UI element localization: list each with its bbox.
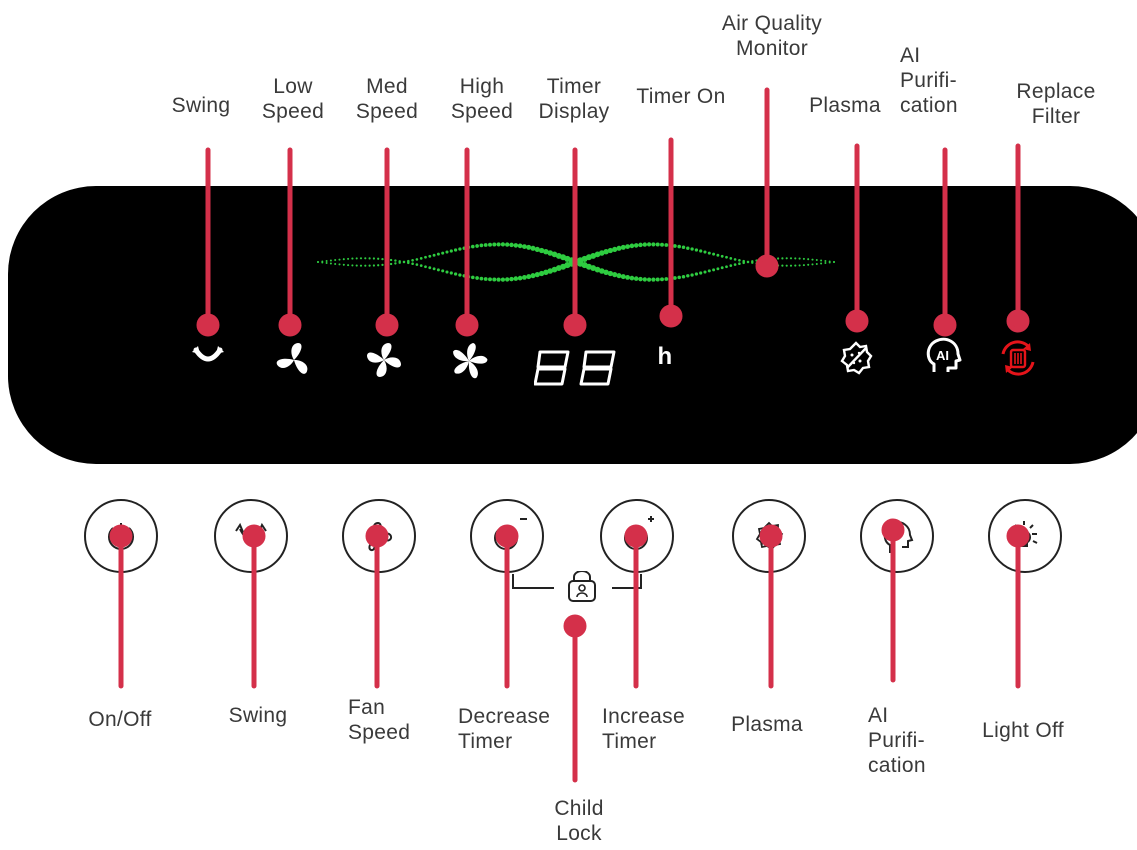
label-replace-filter: Replace Filter xyxy=(1016,80,1096,128)
label-high-speed: High Speed xyxy=(450,75,514,123)
label-ai-purification-top: AI Purifi- cation xyxy=(900,44,958,117)
label-swing-bottom: Swing xyxy=(228,704,288,727)
timer-digits: 88 xyxy=(534,350,616,386)
lock-icon xyxy=(568,571,596,602)
fan-low-icon xyxy=(276,343,308,374)
label-ai-purification-bottom: AI Purifi- cation xyxy=(868,704,926,777)
label-light-off: Light Off xyxy=(982,719,1064,742)
label-plasma-bottom: Plasma xyxy=(731,713,803,736)
label-fan-speed: Fan Speed xyxy=(348,696,411,744)
timer-unit-h: h xyxy=(657,343,673,370)
label-med-speed: Med Speed xyxy=(355,75,419,123)
filter-replace-icon xyxy=(1001,340,1035,376)
fan-high-icon xyxy=(453,343,488,379)
label-child-lock: Child Lock xyxy=(554,797,604,845)
label-increase-timer: Increase Timer xyxy=(602,705,685,753)
label-air-quality-monitor: Air Quality Monitor xyxy=(721,12,823,60)
ai-head-icon: AI xyxy=(926,337,962,372)
fan-med-icon xyxy=(367,343,401,377)
label-timer-display: Timer Display xyxy=(538,75,610,123)
label-decrease-timer: Decrease Timer xyxy=(458,705,551,753)
label-plasma-top: Plasma xyxy=(809,94,881,117)
label-timer-on: Timer On xyxy=(636,85,726,108)
label-low-speed: Low Speed xyxy=(261,75,325,123)
swing-icon xyxy=(192,346,224,362)
plasma-icon xyxy=(840,341,873,375)
label-on-off: On/Off xyxy=(88,708,152,731)
light-off-button[interactable] xyxy=(988,499,1062,573)
label-swing-top: Swing xyxy=(171,94,231,117)
svg-text:AI: AI xyxy=(936,348,949,363)
